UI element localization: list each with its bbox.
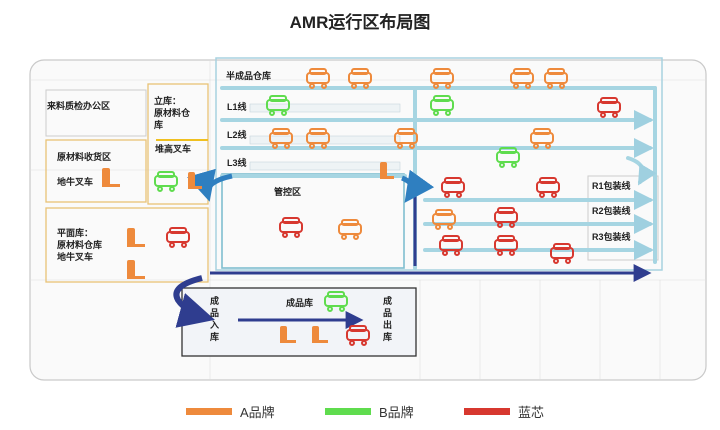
legend-swatch [325, 408, 371, 415]
legend-swatch [186, 408, 232, 415]
pallet-truck-icon [127, 260, 145, 279]
pallet-truck-label: 地牛叉车 [57, 177, 94, 187]
amr-robot-blue-core-icon [597, 97, 621, 118]
amr-robot-blue-core-icon [550, 243, 574, 264]
line-l2-label: L2线 [227, 130, 247, 140]
line-l3-label: L3线 [227, 158, 247, 168]
amr-robot-blue-core-icon [536, 177, 560, 198]
legend-swatch [464, 408, 510, 415]
stacker-icon [188, 172, 202, 189]
amr-robot-blue-core-icon [166, 227, 190, 248]
amr-robot-blue-core-icon [439, 235, 463, 256]
pallet-truck-icon [280, 326, 296, 343]
legend-label: B品牌 [379, 405, 414, 420]
production-zone [215, 57, 663, 271]
amr-robot-blue-core-icon [279, 217, 303, 238]
raw-receiving-label: 原材料收货区 [57, 152, 112, 162]
amr-robot-b-icon [154, 171, 178, 192]
background-gridlines [30, 60, 706, 380]
amr-robots [154, 68, 621, 346]
amr-robot-a-icon [306, 68, 330, 89]
amr-robot-b-icon [430, 95, 454, 116]
amr-routes [220, 86, 657, 270]
pallet-truck-icon [102, 168, 120, 187]
amr-robot-a-icon [348, 68, 372, 89]
incoming-office-label: 来料质检办公区 [47, 101, 111, 111]
flat-store-label: 平面库： 原材料仓库 地牛叉车 [57, 228, 103, 262]
amr-robot-b-icon [324, 291, 348, 312]
amr-robot-a-icon [432, 209, 456, 230]
legend-label: 蓝芯 [518, 405, 545, 420]
pack-r2-label: R2包装线 [592, 206, 631, 216]
finished-goods-zone [181, 287, 417, 357]
legend-label: A品牌 [240, 405, 275, 420]
incoming-office-zone [45, 89, 147, 137]
semi-store-label: 半成品仓库 [226, 71, 272, 81]
packing-lines-zone [587, 175, 659, 261]
pallet-truck-icon [127, 228, 145, 247]
amr-robot-a-icon [544, 68, 568, 89]
control-zone-label: 管控区 [274, 187, 302, 197]
amr-robot-blue-core-icon [494, 207, 518, 228]
amr-robot-a-icon [306, 128, 330, 149]
line-l1-belt [249, 103, 401, 113]
fg-in-label: 成品入库 [210, 296, 220, 342]
vertical-store-zone [147, 83, 209, 205]
fg-out-label: 成品出库 [383, 296, 393, 342]
amr-robot-blue-core-icon [441, 177, 465, 198]
legend-item-a-brand: A品牌 [186, 402, 275, 421]
legend-item-b-brand: B品牌 [325, 402, 414, 421]
amr-robot-a-icon [269, 128, 293, 149]
vertical-store-label: 立库： 原材料仓 库 [154, 96, 191, 130]
line-l3-belt [249, 161, 401, 171]
amr-robot-blue-core-icon [494, 235, 518, 256]
amr-robot-b-icon [496, 147, 520, 168]
pack-r1-label: R1包装线 [592, 181, 631, 191]
legend-item-blue-core: 蓝芯 [464, 402, 544, 421]
fg-in-arrow [173, 275, 215, 328]
amr-robot-blue-core-icon [346, 325, 370, 346]
stacker-label: 堆高叉车 [155, 144, 192, 154]
amr-robot-a-icon [530, 128, 554, 149]
page-title: AMR运行区布局图 [289, 13, 431, 32]
amr-robot-a-icon [394, 128, 418, 149]
amr-robot-b-icon [266, 95, 290, 116]
legend: A品牌 B品牌 蓝芯 [0, 402, 720, 424]
amr-robot-a-icon [338, 219, 362, 240]
pallet-truck-icons [102, 162, 394, 343]
fg-store-label: 成品库 [286, 298, 314, 308]
amr-robot-a-icon [510, 68, 534, 89]
raw-receiving-zone [45, 139, 147, 203]
pallet-truck-icon [380, 162, 394, 179]
flat-store-zone [45, 207, 209, 283]
line-l1-label: L1线 [227, 102, 247, 112]
pack-r3-label: R3包装线 [592, 232, 631, 242]
amr-robot-a-icon [430, 68, 454, 89]
control-turn-arrow [401, 169, 435, 203]
l3-turn-arrow [187, 168, 233, 202]
pallet-truck-icon [312, 326, 328, 343]
